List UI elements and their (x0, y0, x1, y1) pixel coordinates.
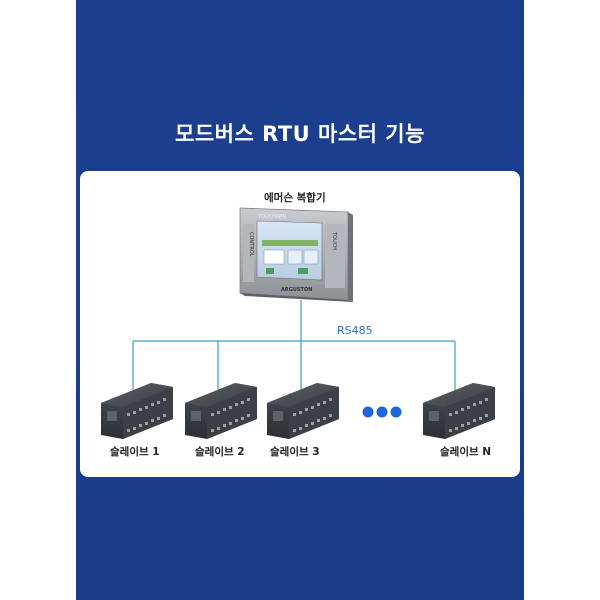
slave-2-module-image (185, 383, 257, 439)
hmi-logo-text: ARGUSTON (281, 287, 312, 293)
slave-1-label: 슬레이브 1 (110, 446, 160, 458)
slave-n-label: 슬레이브 N (440, 446, 492, 458)
bus-label: RS485 (337, 324, 373, 337)
hmi-brand-text: TOUCHWIN (257, 214, 286, 220)
slave-2-label: 슬레이브 2 (195, 446, 245, 458)
hmi-side-text-left: CONTROL (248, 232, 254, 257)
page-title: 모드버스 RTU 마스터 기능 (175, 122, 425, 146)
slave-3-module-image (267, 383, 339, 439)
slave-3-label: 슬레이브 3 (270, 446, 320, 458)
hmi-device-image (239, 207, 353, 302)
bus-lines (132, 300, 456, 390)
master-label: 에머슨 복합기 (264, 192, 326, 204)
slave-n-module-image (423, 383, 495, 439)
hmi-side-text-right: TOUCH (331, 231, 337, 250)
slave-1-module-image (101, 383, 173, 439)
ellipsis-dots-icon (362, 406, 402, 418)
